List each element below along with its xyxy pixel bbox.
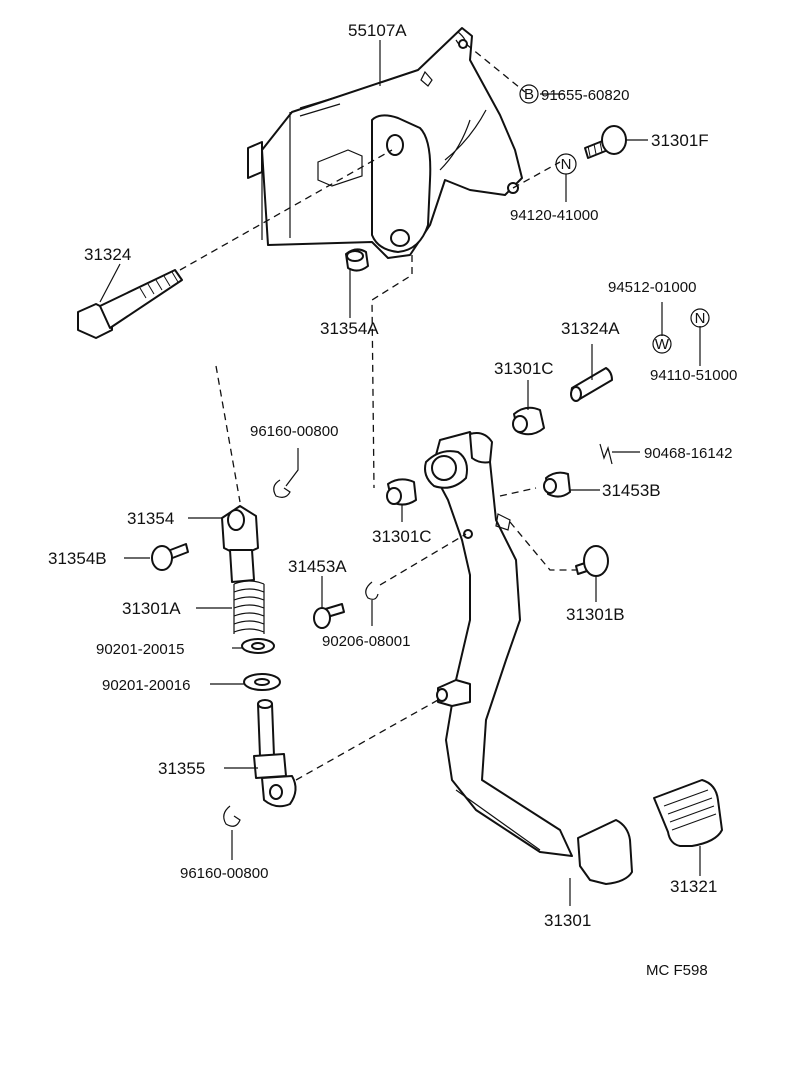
label-90468-16142: 90468-16142	[644, 445, 732, 462]
label-90201-20016: 90201-20016	[102, 677, 190, 694]
bushing-31453B	[543, 471, 571, 498]
svg-text:W: W	[655, 336, 670, 353]
svg-text:B: B	[524, 86, 534, 103]
label-31453B: 31453B	[602, 481, 661, 500]
label-31301A: 31301A	[122, 599, 181, 618]
bolt-31453A	[313, 603, 345, 629]
label-31301: 31301	[544, 911, 591, 930]
label-94120-41000: 94120-41000	[510, 207, 598, 224]
label-31355: 31355	[158, 759, 205, 778]
label-31324: 31324	[84, 245, 131, 264]
spring-31301A	[233, 580, 265, 634]
bushing-31301C-top	[512, 406, 545, 436]
label-31354: 31354	[127, 509, 174, 528]
diagram-code: MC F598	[646, 962, 708, 979]
washer-90201-20015	[241, 638, 275, 654]
bushing-31301C-mid	[386, 478, 417, 506]
clip-96160-top	[273, 479, 291, 498]
label-31453A: 31453A	[288, 557, 347, 576]
label-90206-08001: 90206-08001	[322, 633, 410, 650]
bolt-31301F	[584, 125, 627, 159]
pin-31354B	[151, 543, 189, 571]
label-31301C-mid: 31301C	[372, 527, 432, 546]
symbol-w: W	[652, 334, 672, 354]
label-31301B: 31301B	[566, 605, 625, 624]
label-31324A: 31324A	[561, 319, 620, 338]
clevis-31354	[221, 505, 259, 583]
label-96160-00800-top: 96160-00800	[250, 423, 338, 440]
part-labels: 55107A 91655-60820 31301F 94120-41000 31…	[48, 21, 737, 930]
leader-lines	[99, 40, 701, 906]
label-91655-60820: 91655-60820	[541, 87, 629, 104]
rod-31355	[253, 699, 297, 808]
symbol-n-upper: N	[555, 153, 577, 175]
label-96160-00800-bottom: 96160-00800	[180, 865, 268, 882]
label-55107A: 55107A	[348, 21, 407, 40]
pedal-pad-31321	[653, 779, 723, 847]
pedal-arm-31301	[424, 431, 633, 885]
stopper-31301B	[575, 545, 609, 577]
label-31354B: 31354B	[48, 549, 107, 568]
label-31301F: 31301F	[651, 131, 709, 150]
assembly-lines	[179, 43, 576, 781]
label-31321: 31321	[670, 877, 717, 896]
pin-31324A	[570, 367, 613, 402]
label-31354A: 31354A	[320, 319, 379, 338]
bolt-31324	[77, 269, 183, 339]
label-94512-01000: 94512-01000	[608, 279, 696, 296]
symbol-b: B	[519, 84, 539, 104]
label-94110-51000: 94110-51000	[650, 367, 737, 384]
bushing-31354A	[345, 248, 369, 272]
washer-90201-20016	[243, 673, 281, 691]
clip-90468	[599, 443, 613, 465]
clip-90206	[365, 581, 379, 600]
symbol-n-lower: N	[690, 308, 710, 328]
pedal-bracket	[247, 27, 523, 259]
svg-text:N: N	[561, 156, 572, 173]
clip-96160-bottom	[223, 805, 241, 827]
label-90201-20015: 90201-20015	[96, 641, 184, 658]
svg-text:N: N	[695, 310, 706, 327]
label-31301C-top: 31301C	[494, 359, 554, 378]
